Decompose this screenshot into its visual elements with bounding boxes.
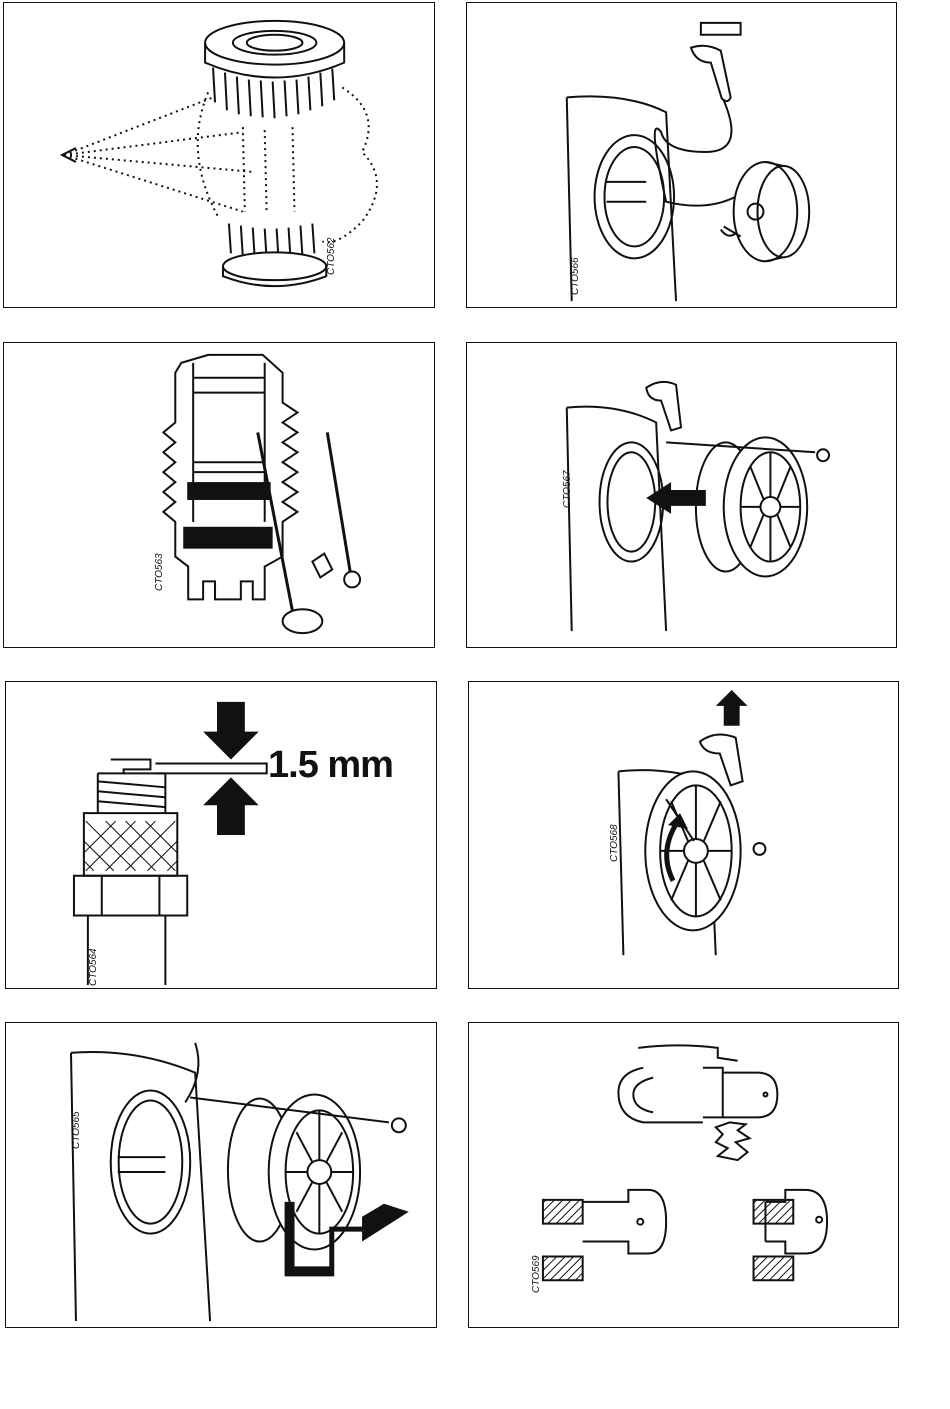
spark-plug-illustration [6,682,436,988]
panel-spark-plug-gap: 1.5 mm CTO564 [5,681,437,989]
panel-tension-spring: CTO568 [468,681,899,989]
panel-remove-starter: CTO567 [466,342,897,648]
figure-code: CTO566 [570,257,581,295]
figure-code: CTO567 [562,470,573,508]
panel-starter-cord: CTO566 [466,2,897,308]
starter-cord-illustration [467,3,896,307]
figure-code: CTO569 [531,1255,542,1293]
figure-code: CTO565 [71,1111,82,1149]
panel-air-filter: CTO562 [3,2,435,308]
figure-code: CTO564 [88,948,99,986]
figure-code: CTO568 [609,824,620,862]
figure-code: CTO562 [326,237,337,275]
figure-code: CTO563 [154,553,165,591]
air-filter-illustration [4,3,434,307]
panel-cylinder: CTO563 [3,342,435,648]
gap-measurement: 1.5 mm [268,744,393,787]
panel-key-positions: CTO569 [468,1022,899,1328]
remove-starter-illustration [467,343,896,647]
panel-fit-starter: CTO565 [5,1022,437,1328]
fit-starter-illustration [6,1023,436,1327]
cylinder-illustration [4,343,434,647]
tension-spring-illustration [469,682,898,988]
